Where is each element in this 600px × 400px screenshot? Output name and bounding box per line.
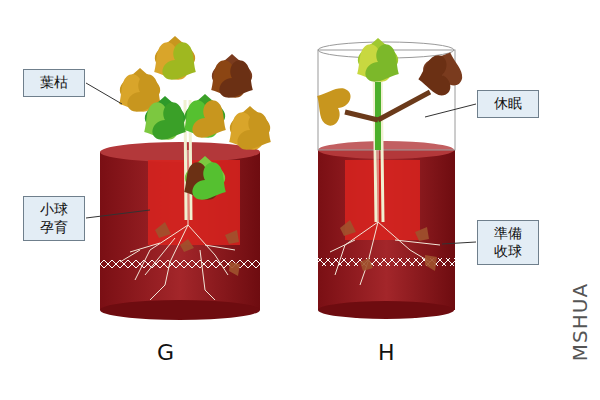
leader-lines	[86, 83, 476, 244]
callout-box: 準備收球	[477, 220, 539, 265]
callout-text: 休眠	[494, 95, 522, 113]
callout-text: 準備收球	[493, 225, 522, 260]
callout-text: 葉枯	[40, 74, 68, 92]
pot-letter: G	[157, 340, 174, 365]
callout-text: 小球孕育	[39, 201, 68, 236]
pot-h	[307, 38, 469, 319]
watermark: MSHUA	[568, 283, 592, 361]
leaves-g	[109, 36, 281, 209]
pot-letter: H	[378, 340, 395, 365]
callout-box: 小球孕育	[23, 196, 85, 241]
callout-box: 葉枯	[23, 69, 85, 97]
callout-box: 休眠	[477, 90, 539, 118]
